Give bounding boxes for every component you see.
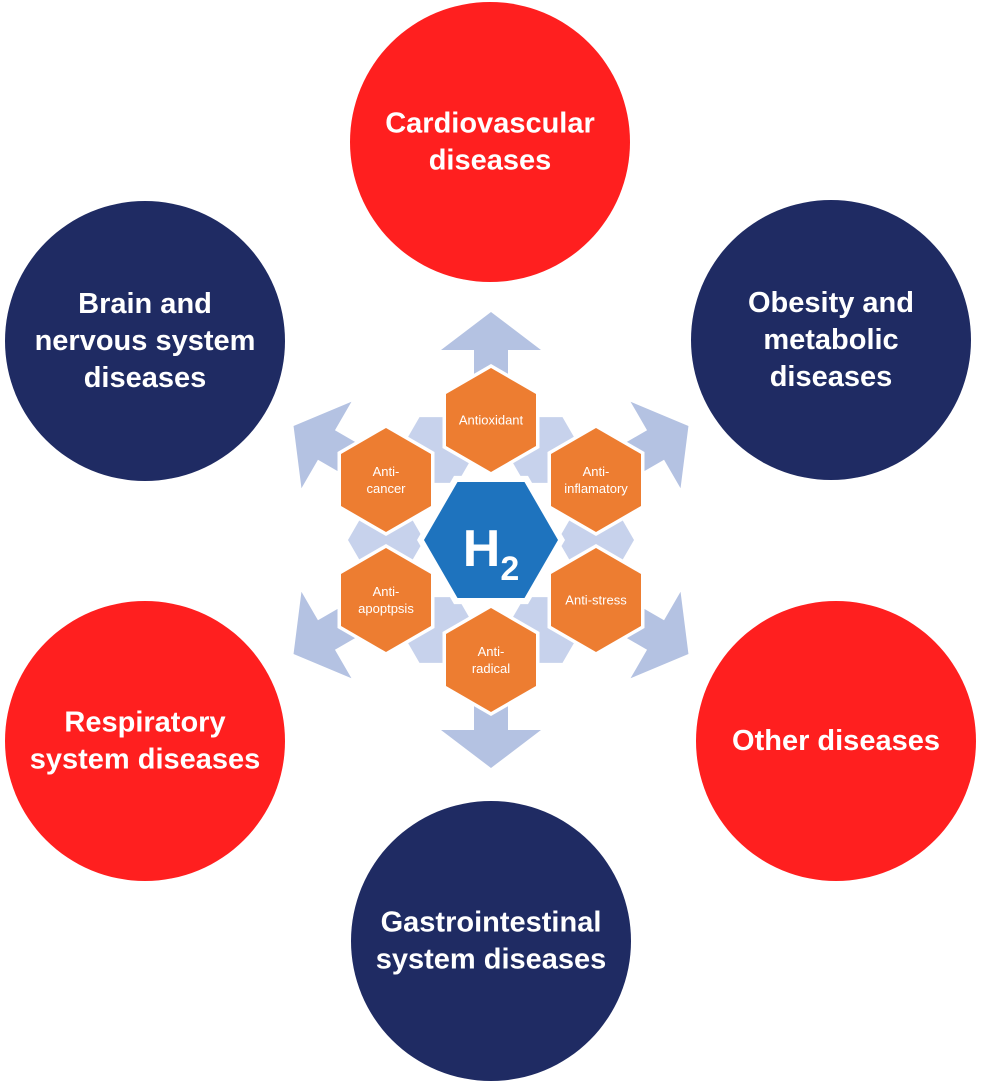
effect-label-line: apoptpsis — [358, 601, 414, 616]
effect-hexagon-shape — [446, 368, 536, 472]
effect-label-line: Antioxidant — [459, 413, 524, 428]
disease-label-line: Obesity and — [748, 287, 914, 319]
disease-circle: Other diseases — [696, 601, 976, 881]
effect-label-line: Anti- — [478, 644, 505, 659]
disease-label: Brain and nervous system diseases — [35, 288, 256, 394]
disease-label-line: metabolic — [763, 324, 898, 356]
effect-label: Anti-inflamatory — [564, 464, 628, 496]
effect-label-line: inflamatory — [564, 481, 628, 496]
center-symbol: H — [463, 520, 501, 578]
effect-hexagon: Anti-stress — [547, 544, 645, 656]
center-subscript: 2 — [500, 550, 519, 588]
effect-hexagon-layer: AntioxidantAnti-inflamatoryAnti-stressAn… — [337, 364, 645, 716]
effect-label-line: Anti-stress — [565, 593, 627, 608]
effect-label-line: cancer — [366, 481, 406, 496]
center-layer: H2 — [417, 475, 565, 605]
disease-circle-shape — [350, 2, 630, 282]
disease-circle-shape — [696, 601, 976, 881]
effect-hexagon-shape — [341, 428, 431, 532]
effect-label: Antioxidant — [459, 413, 524, 428]
disease-circle: Obesity and metabolic diseases — [691, 200, 971, 480]
effect-label-line: Anti- — [373, 584, 400, 599]
effect-hexagon-shape — [551, 548, 641, 652]
disease-label-line: diseases — [84, 362, 207, 394]
effect-hexagon-shape — [341, 548, 431, 652]
effect-label-line: radical — [472, 661, 510, 676]
disease-label-line: system diseases — [30, 744, 261, 776]
disease-circle-shape — [5, 601, 285, 881]
disease-circle-shape — [351, 801, 631, 1081]
effect-label: Anti-cancer — [366, 464, 406, 496]
disease-label-line: system diseases — [376, 944, 607, 976]
effect-hexagon: Antioxidant — [442, 364, 540, 476]
disease-label-line: diseases — [429, 145, 552, 177]
effect-label-line: Anti- — [373, 464, 400, 479]
disease-circle-shape — [691, 200, 971, 480]
disease-label: Respiratory system diseases — [30, 707, 261, 776]
center-h2-label: H2 — [463, 520, 519, 588]
effect-hexagon-shape — [551, 428, 641, 532]
disease-circle: Cardiovascular diseases — [350, 2, 630, 282]
effect-hexagon: Anti-radical — [442, 604, 540, 716]
disease-circle-shape — [5, 201, 285, 481]
disease-label-line: Respiratory — [64, 707, 225, 739]
disease-circle: Gastrointestinal system diseases — [351, 801, 631, 1081]
disease-label-line: diseases — [770, 361, 893, 393]
disease-label: Cardiovascular diseases — [385, 108, 595, 177]
disease-label-line: Other diseases — [732, 725, 940, 757]
effect-label: Anti-apoptpsis — [358, 584, 414, 616]
disease-label-line: Brain and — [78, 288, 212, 320]
disease-label: Other diseases — [732, 725, 940, 757]
disease-circle: Brain and nervous system diseases — [5, 201, 285, 481]
center-hexagon — [424, 482, 558, 598]
disease-circle: Respiratory system diseases — [5, 601, 285, 881]
disease-label-line: Gastrointestinal — [381, 907, 602, 939]
effect-label: Anti-radical — [472, 644, 510, 676]
effect-hexagon: Anti-inflamatory — [547, 424, 645, 536]
effect-label: Anti-stress — [565, 593, 627, 608]
effect-hexagon: Anti-cancer — [337, 424, 435, 536]
disease-label: Gastrointestinal system diseases — [376, 907, 607, 976]
disease-label-line: nervous system — [35, 325, 256, 357]
effect-label-line: Anti- — [583, 464, 610, 479]
effect-hexagon: Anti-apoptpsis — [337, 544, 435, 656]
disease-label: Obesity and metabolic diseases — [748, 287, 914, 393]
disease-label-line: Cardiovascular — [385, 108, 595, 140]
effect-hexagon-shape — [446, 608, 536, 712]
